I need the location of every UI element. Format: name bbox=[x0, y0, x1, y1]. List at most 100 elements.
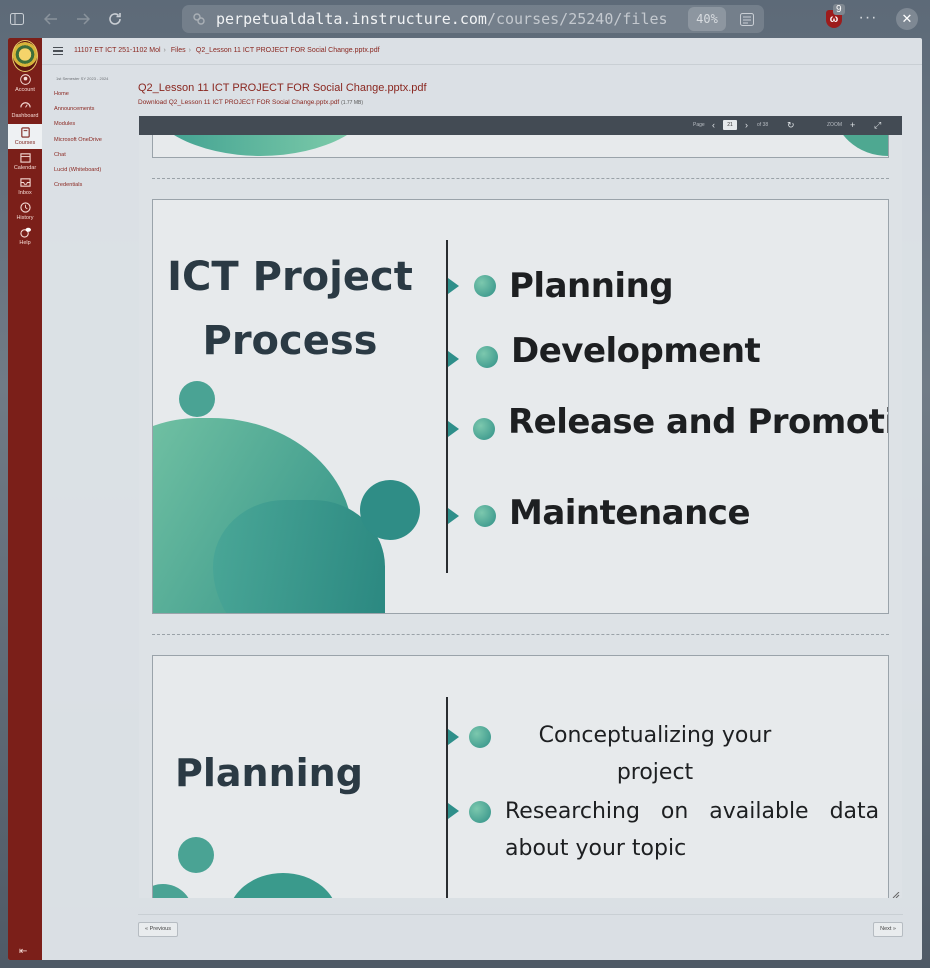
courses-icon bbox=[20, 127, 30, 138]
pdf-page-prev bbox=[152, 135, 889, 158]
more-menu-icon[interactable]: ··· bbox=[858, 9, 878, 26]
zoom-label: ZOOM bbox=[827, 122, 842, 128]
browser-window: Account Dashboard Courses Calendar Inbox… bbox=[8, 38, 922, 960]
timeline-dot bbox=[476, 346, 498, 368]
resize-handle-icon[interactable] bbox=[890, 892, 900, 898]
rotate-icon[interactable]: ↻ bbox=[787, 120, 795, 130]
step-release: Release and Promotion bbox=[508, 402, 888, 442]
timeline-arrow bbox=[448, 351, 459, 367]
previous-button[interactable]: « Previous bbox=[138, 922, 178, 937]
global-nav-calendar[interactable]: Calendar bbox=[8, 152, 42, 171]
page-separator bbox=[152, 178, 889, 179]
pdf-toolbar: Page ‹ 21 › of 38 ↻ ZOOM + ⤢ bbox=[139, 116, 902, 135]
course-nav-onedrive[interactable]: Microsoft OneDrive bbox=[54, 136, 102, 143]
file-size: (1.77 MB) bbox=[341, 100, 364, 106]
prev-page-icon[interactable]: ‹ bbox=[712, 120, 715, 130]
timeline-arrow bbox=[448, 508, 459, 524]
reader-view-icon[interactable] bbox=[736, 8, 758, 30]
page-label: Page bbox=[693, 122, 705, 128]
timeline-line bbox=[446, 240, 448, 573]
timeline-dot bbox=[473, 418, 495, 440]
timeline-dot bbox=[474, 275, 496, 297]
global-nav-courses[interactable]: Courses bbox=[8, 124, 42, 149]
pdf-page-22: Planning Conceptualizing your project Re bbox=[152, 655, 889, 898]
file-header: Q2_Lesson 11 ICT PROJECT FOR Social Chan… bbox=[138, 82, 914, 106]
course-nav-chat[interactable]: Chat bbox=[54, 151, 66, 158]
school-logo[interactable] bbox=[12, 40, 38, 72]
course-nav-credentials[interactable]: Credentials bbox=[54, 182, 83, 189]
breadcrumb: 11107 ET ICT 251-1102 Mol› Files› Q2_Les… bbox=[74, 47, 380, 54]
course-nav-modules[interactable]: Modules bbox=[54, 121, 76, 128]
timeline-arrow bbox=[448, 803, 459, 819]
collapse-nav-icon[interactable]: ⇤ bbox=[19, 946, 28, 957]
history-icon bbox=[19, 202, 31, 213]
global-nav-inbox[interactable]: Inbox bbox=[8, 177, 42, 196]
global-nav-help[interactable]: Help bbox=[8, 227, 42, 246]
global-nav-label: Help bbox=[19, 240, 31, 246]
decor-blob bbox=[228, 873, 338, 898]
course-navigation: Home Announcements Modules Microsoft One… bbox=[54, 91, 102, 197]
decor-circle bbox=[178, 837, 214, 873]
page-total: of 38 bbox=[757, 122, 769, 128]
hamburger-menu-icon[interactable] bbox=[53, 47, 63, 56]
forward-icon[interactable] bbox=[72, 8, 94, 30]
decor-blob bbox=[833, 135, 888, 156]
zoom-indicator[interactable]: 40% bbox=[688, 7, 726, 31]
global-nav-label: Dashboard bbox=[11, 113, 39, 119]
timeline-dot bbox=[469, 726, 491, 748]
sidebar-toggle-icon[interactable] bbox=[6, 8, 28, 30]
browser-toolbar: perpetualdalta.instructure.com/courses/2… bbox=[0, 0, 930, 38]
course-nav-lucid[interactable]: Lucid (Whiteboard) bbox=[54, 166, 102, 173]
page-separator bbox=[152, 634, 889, 635]
dashboard-icon bbox=[19, 102, 31, 108]
site-settings-icon[interactable] bbox=[192, 12, 206, 26]
inbox-icon bbox=[19, 178, 31, 187]
file-title: Q2_Lesson 11 ICT PROJECT FOR Social Chan… bbox=[138, 82, 427, 94]
back-icon[interactable] bbox=[40, 8, 62, 30]
step-maintenance: Maintenance bbox=[509, 493, 751, 533]
decor-circle bbox=[179, 381, 215, 417]
breadcrumb-course[interactable]: 11107 ET ICT 251-1102 Mol bbox=[74, 47, 161, 54]
timeline-line bbox=[446, 697, 448, 898]
download-link[interactable]: Download Q2_Lesson 11 ICT PROJECT FOR So… bbox=[138, 99, 364, 106]
reload-icon[interactable] bbox=[104, 8, 126, 30]
breadcrumb-files[interactable]: Files bbox=[170, 47, 186, 54]
timeline-dot bbox=[469, 801, 491, 823]
global-nav-label: Calendar bbox=[13, 165, 37, 171]
step-planning: Planning bbox=[509, 266, 674, 306]
global-nav-label: Inbox bbox=[18, 190, 32, 196]
global-nav-history[interactable]: History bbox=[8, 202, 42, 221]
decor-blob bbox=[153, 135, 378, 156]
help-icon bbox=[19, 227, 31, 238]
bullet-conceptualizing: Conceptualizing your project bbox=[538, 723, 772, 785]
global-nav-label: Courses bbox=[14, 140, 36, 146]
global-nav-dashboard[interactable]: Dashboard bbox=[8, 100, 42, 119]
timeline-arrow bbox=[448, 729, 459, 745]
term-label: 1st Semester SY 2023 - 2024 bbox=[56, 76, 109, 81]
course-nav-announcements[interactable]: Announcements bbox=[54, 106, 95, 113]
decor-blob bbox=[213, 500, 385, 613]
pdf-page-21: ICT Project Process Planning Development… bbox=[152, 199, 889, 614]
pdf-pages[interactable]: ICT Project Process Planning Development… bbox=[139, 135, 902, 898]
global-nav-account[interactable]: Account bbox=[8, 74, 42, 93]
fullscreen-icon[interactable]: ⤢ bbox=[874, 120, 882, 130]
next-button[interactable]: Next » bbox=[873, 922, 903, 937]
close-icon[interactable]: ✕ bbox=[896, 8, 918, 30]
bullet-researching: Researching on available data about your… bbox=[505, 799, 880, 861]
ublock-extension-icon[interactable]: ω 9 bbox=[824, 4, 846, 30]
global-nav-label: History bbox=[16, 215, 34, 221]
address-bar[interactable]: perpetualdalta.instructure.com/courses/2… bbox=[182, 5, 764, 33]
next-page-icon[interactable]: › bbox=[745, 120, 748, 130]
breadcrumb-file: Q2_Lesson 11 ICT PROJECT FOR Social Chan… bbox=[195, 47, 380, 54]
course-nav-home[interactable]: Home bbox=[54, 91, 69, 97]
global-navigation: Account Dashboard Courses Calendar Inbox… bbox=[8, 38, 42, 960]
decor-circle bbox=[360, 480, 420, 540]
zoom-in-icon[interactable]: + bbox=[850, 120, 856, 130]
global-nav-label: Account bbox=[15, 87, 35, 93]
slide-title: Planning bbox=[175, 751, 363, 795]
page-number-input[interactable]: 21 bbox=[723, 120, 737, 130]
timeline-dot bbox=[474, 505, 496, 527]
course-header: 11107 ET ICT 251-1102 Mol› Files› Q2_Les… bbox=[42, 38, 922, 65]
timeline-arrow bbox=[448, 421, 459, 437]
pdf-viewer: Page ‹ 21 › of 38 ↻ ZOOM + ⤢ bbox=[139, 116, 902, 898]
